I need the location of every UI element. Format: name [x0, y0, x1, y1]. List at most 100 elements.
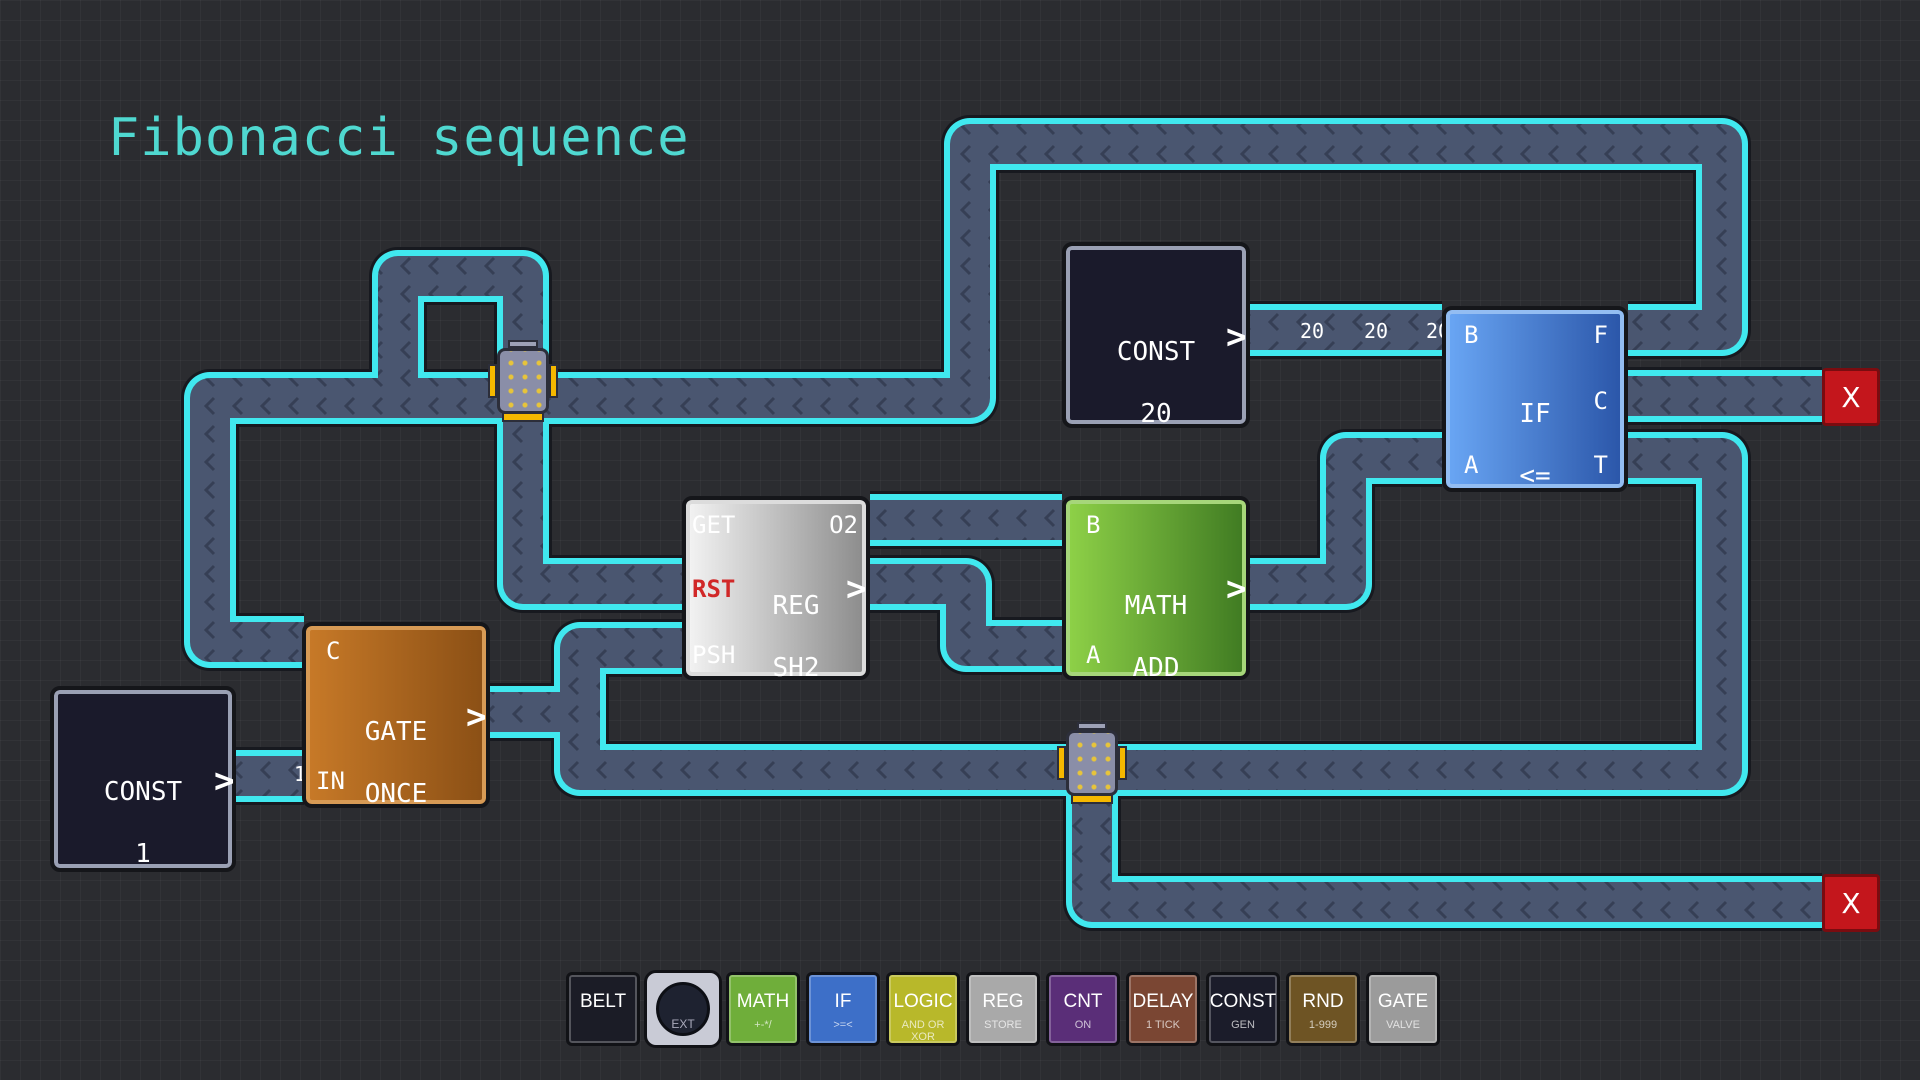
belt-value-20-a: 20 — [1300, 319, 1325, 343]
belt-segment[interactable] — [378, 256, 543, 398]
const-20-title: CONST 20 — [1066, 306, 1246, 430]
tool-if-sub: >=< — [833, 1019, 853, 1031]
tool-cnt-label: CNT — [1063, 991, 1103, 1012]
tool-reg[interactable]: REG STORE — [966, 972, 1040, 1046]
tool-cnt-sub: ON — [1074, 1019, 1092, 1031]
if-line2: <= — [1519, 461, 1551, 491]
gate-port-in[interactable]: IN — [316, 767, 345, 795]
splitter-node-top[interactable] — [486, 340, 560, 422]
tool-delay-label: DELAY — [1132, 991, 1194, 1012]
tool-belt-label: BELT — [579, 991, 627, 1012]
tool-delay-sub: 1 TICK — [1145, 1019, 1181, 1031]
const-1-output-arrow: > — [214, 761, 235, 801]
tool-logic[interactable]: LOGIC AND OR XOR — [886, 972, 960, 1046]
tool-if-label: IF — [834, 991, 852, 1012]
tool-gate-label: GATE — [1377, 991, 1429, 1012]
gate-port-c[interactable]: C — [326, 637, 341, 665]
reg-port-psh[interactable]: PSH — [692, 641, 736, 669]
tool-math-label: MATH — [736, 991, 790, 1012]
tool-delay[interactable]: DELAY 1 TICK — [1126, 972, 1200, 1046]
splitter-top-cap — [1077, 722, 1107, 730]
math-port-b[interactable]: B — [1086, 511, 1101, 539]
splitter-left-cap — [1057, 746, 1066, 780]
belt-segment[interactable] — [1072, 770, 1822, 922]
math-line2: ADD — [1132, 653, 1180, 683]
tool-rnd-sub: 1-999 — [1308, 1019, 1338, 1031]
belt-segment[interactable] — [1092, 438, 1742, 790]
const-20-line1: CONST — [1116, 337, 1196, 367]
tool-const-sub: GEN — [1231, 1019, 1255, 1031]
math-title: MATH ADD — [1066, 560, 1246, 684]
extension-disc-icon — [656, 982, 710, 1036]
belt-shadow — [181, 369, 523, 671]
const-1-title: CONST 1 — [54, 746, 232, 870]
const-1-block[interactable]: CONST 1 > — [50, 686, 236, 872]
reg-output-arrow: > — [846, 569, 867, 609]
reg-sh2-block[interactable]: GET O2 RST REG SH2 PSH > — [682, 496, 870, 683]
gate-once-block[interactable]: C GATE ONCE IN > — [302, 622, 490, 810]
if-line1: IF — [1519, 399, 1551, 429]
tool-const[interactable]: CONST GEN — [1206, 972, 1280, 1046]
const-20-output-arrow: > — [1226, 317, 1247, 357]
math-output-arrow: > — [1226, 569, 1247, 609]
belt-segment[interactable] — [503, 398, 682, 604]
tool-if[interactable]: IF >=< — [806, 972, 880, 1046]
if-port-f[interactable]: F — [1593, 321, 1608, 349]
splitter-top-cap — [508, 340, 538, 348]
sink-top-x[interactable]: X — [1822, 368, 1880, 426]
splitter-right-cap — [1118, 746, 1127, 780]
tool-reg-sub: STORE — [984, 1019, 1022, 1031]
splitter-left-cap — [488, 364, 497, 398]
math-add-block[interactable]: B MATH ADD A > — [1062, 496, 1250, 683]
gate-line1: GATE — [364, 717, 428, 747]
belts[interactable] — [181, 115, 1822, 931]
const-20-block[interactable]: CONST 20 > — [1062, 242, 1250, 430]
belt-segment[interactable] — [190, 378, 523, 662]
reg-port-rst[interactable]: RST — [692, 575, 736, 603]
belt-segment[interactable] — [1250, 438, 1442, 604]
sink-bottom-x[interactable]: X — [1822, 874, 1880, 932]
page-title: Fibonacci sequence — [108, 108, 690, 168]
belt-edge — [184, 372, 523, 668]
if-port-t[interactable]: T — [1593, 451, 1608, 479]
tool-math-sub: +-*/ — [754, 1019, 772, 1031]
reg-line1: REG — [772, 591, 820, 621]
tool-belt[interactable]: BELT — [566, 972, 640, 1046]
gate-output-arrow: > — [466, 697, 487, 737]
math-line1: MATH — [1124, 591, 1188, 621]
belt-segment[interactable] — [870, 564, 1062, 666]
tool-logic-label: LOGIC — [893, 991, 953, 1012]
splitter-body — [1066, 730, 1118, 796]
tool-ext[interactable]: EXT — [644, 970, 722, 1048]
splitter-bottom-cap — [1071, 794, 1113, 804]
if-port-c[interactable]: C — [1593, 387, 1608, 415]
splitter-node-bottom[interactable] — [1055, 722, 1129, 804]
if-title: IF <= — [1446, 368, 1624, 492]
reg-title: REG SH2 — [726, 560, 866, 684]
if-port-b[interactable]: B — [1464, 321, 1479, 349]
tool-const-label: CONST — [1209, 991, 1277, 1012]
reg-port-o2[interactable]: O2 — [829, 511, 858, 539]
belt-segment[interactable] — [560, 628, 1092, 790]
tool-ext-sub: EXT — [671, 1017, 695, 1031]
belt-value-20-b: 20 — [1364, 319, 1389, 343]
reg-line2: SH2 — [772, 653, 820, 683]
math-port-a[interactable]: A — [1086, 641, 1101, 669]
if-port-a[interactable]: A — [1464, 451, 1479, 479]
reg-port-get[interactable]: GET — [692, 511, 736, 539]
tool-math[interactable]: MATH +-*/ — [726, 972, 800, 1046]
tool-rnd[interactable]: RND 1-999 — [1286, 972, 1360, 1046]
gate-line2: ONCE — [364, 779, 428, 809]
splitter-right-cap — [549, 364, 558, 398]
const-1-line2: 1 — [135, 839, 151, 869]
splitter-body — [497, 348, 549, 414]
tool-cnt[interactable]: CNT ON — [1046, 972, 1120, 1046]
splitter-bottom-cap — [502, 412, 544, 422]
tool-gate[interactable]: GATE VALVE — [1366, 972, 1440, 1046]
belt-segment[interactable] — [523, 124, 1742, 418]
gate-title: GATE ONCE — [306, 686, 486, 810]
tool-gate-sub: VALVE — [1386, 1019, 1420, 1031]
const-20-line2: 20 — [1140, 399, 1172, 429]
if-le-block[interactable]: B F IF <= C A T — [1442, 306, 1628, 492]
